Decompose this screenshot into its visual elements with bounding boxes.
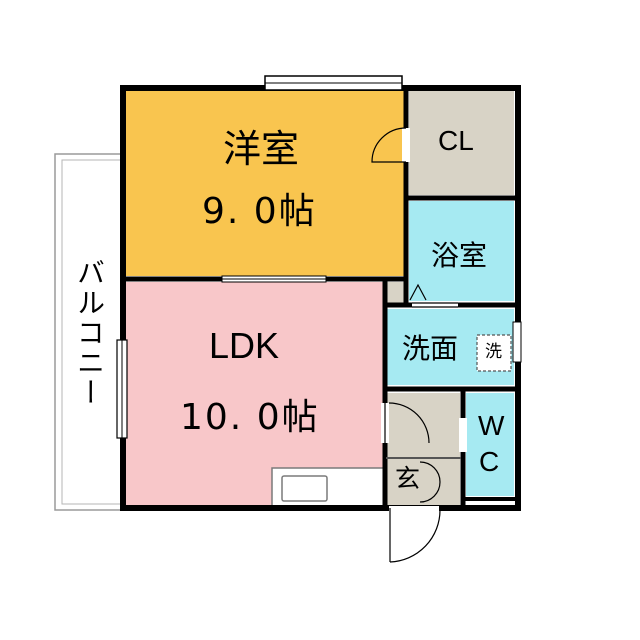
- closet-fill: [409, 90, 514, 195]
- ldk-size: 10. 0帖: [180, 397, 320, 438]
- western-room-fill: [123, 90, 405, 276]
- bathroom-fill: [409, 201, 514, 301]
- toilet-fill: [466, 393, 514, 496]
- entrance-label: 玄: [395, 464, 421, 493]
- ldk-label: LDK: [209, 325, 280, 366]
- entrance-fill: [387, 393, 460, 508]
- kitchen-counter: [271, 467, 385, 508]
- western-room-size: 9. 0帖: [202, 191, 317, 232]
- washer-label: 洗: [485, 342, 502, 362]
- washer-space: [476, 334, 512, 372]
- closet-label: CL: [438, 125, 474, 156]
- balcony: [54, 153, 124, 511]
- toilet-label-w: W: [478, 410, 505, 441]
- toilet-label-c: C: [479, 446, 500, 477]
- storage-fill: [387, 282, 405, 304]
- doors: [371, 127, 467, 563]
- western-room-label: 洋室: [223, 127, 300, 171]
- bathroom-label: 浴室: [431, 239, 488, 272]
- windows: [116, 75, 522, 439]
- washroom-label: 洗面: [402, 332, 459, 365]
- balcony-label: バルコニー: [73, 258, 106, 408]
